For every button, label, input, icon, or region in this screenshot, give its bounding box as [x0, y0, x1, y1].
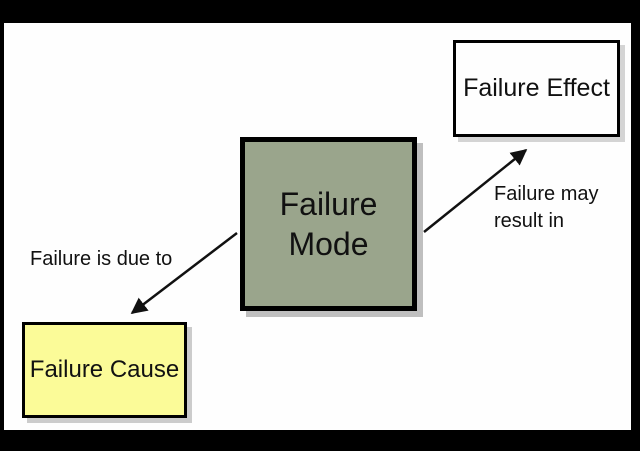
failure-mode-box: Failure Mode [240, 137, 417, 311]
failure-cause-label: Failure Cause [29, 356, 180, 383]
failure-effect-label: Failure Effect [463, 74, 610, 102]
failure-cause-box: Failure Cause [22, 322, 187, 418]
edge-label-failure-may-result-in: Failure may result in [494, 183, 599, 232]
failure-mode-label: Failure Mode [279, 186, 378, 262]
failure-effect-box: Failure Effect [453, 40, 620, 137]
edge-label-failure-is-due-to: Failure is due to [30, 248, 173, 270]
